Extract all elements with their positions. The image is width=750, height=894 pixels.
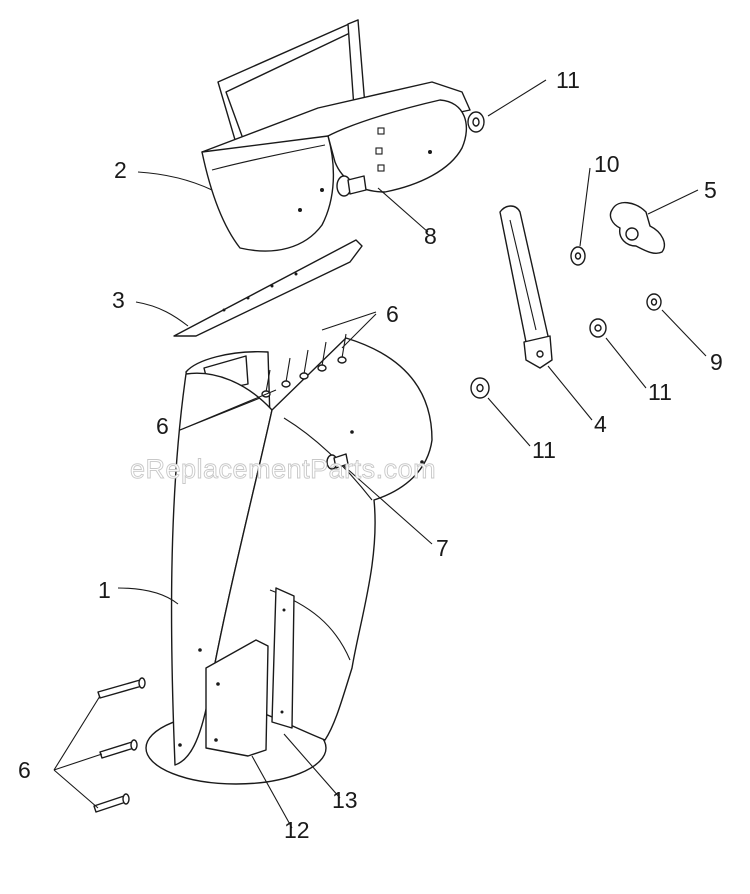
callout-8: 8 (424, 223, 437, 249)
part-11-washer-right (589, 318, 607, 338)
part-12-plate (205, 639, 269, 757)
callout-2: 2 (114, 157, 127, 183)
callout-6-top: 6 (386, 301, 399, 327)
callout-5: 5 (704, 177, 717, 203)
watermark: eReplacementParts.com (130, 454, 436, 484)
part-8-bolt (336, 175, 367, 197)
callout-7: 7 (436, 535, 449, 561)
callout-1: 1 (98, 577, 111, 603)
callout-6-middle: 6 (156, 413, 169, 439)
part-2-deflector-hood (201, 19, 471, 252)
part-9-nut (646, 293, 662, 311)
part-5-knob (609, 202, 666, 255)
callout-6-bottom: 6 (18, 757, 31, 783)
callout-12: 12 (284, 817, 310, 843)
part-11-washer-top (467, 111, 485, 133)
part-10-washer (570, 246, 586, 266)
callout-11-right: 11 (648, 379, 672, 405)
callout-10: 10 (594, 151, 620, 177)
callout-4: 4 (594, 411, 607, 437)
leader-lines (53, 79, 707, 829)
callout-3: 3 (112, 287, 125, 313)
part-13-strip (271, 587, 295, 729)
callout-labels: 11 2 10 5 8 3 6 9 11 6 4 11 7 1 6 13 12 (18, 67, 723, 843)
callout-11-top: 11 (556, 67, 580, 93)
part-3-blade (173, 239, 363, 337)
part-4-bracket (499, 205, 553, 369)
part-7-bolt (326, 453, 349, 470)
callout-9: 9 (710, 349, 723, 375)
callout-13: 13 (332, 787, 358, 813)
callout-11-left: 11 (532, 437, 556, 463)
part-11-washer-left (470, 377, 490, 399)
part-6-rivets-bottom (93, 677, 146, 813)
